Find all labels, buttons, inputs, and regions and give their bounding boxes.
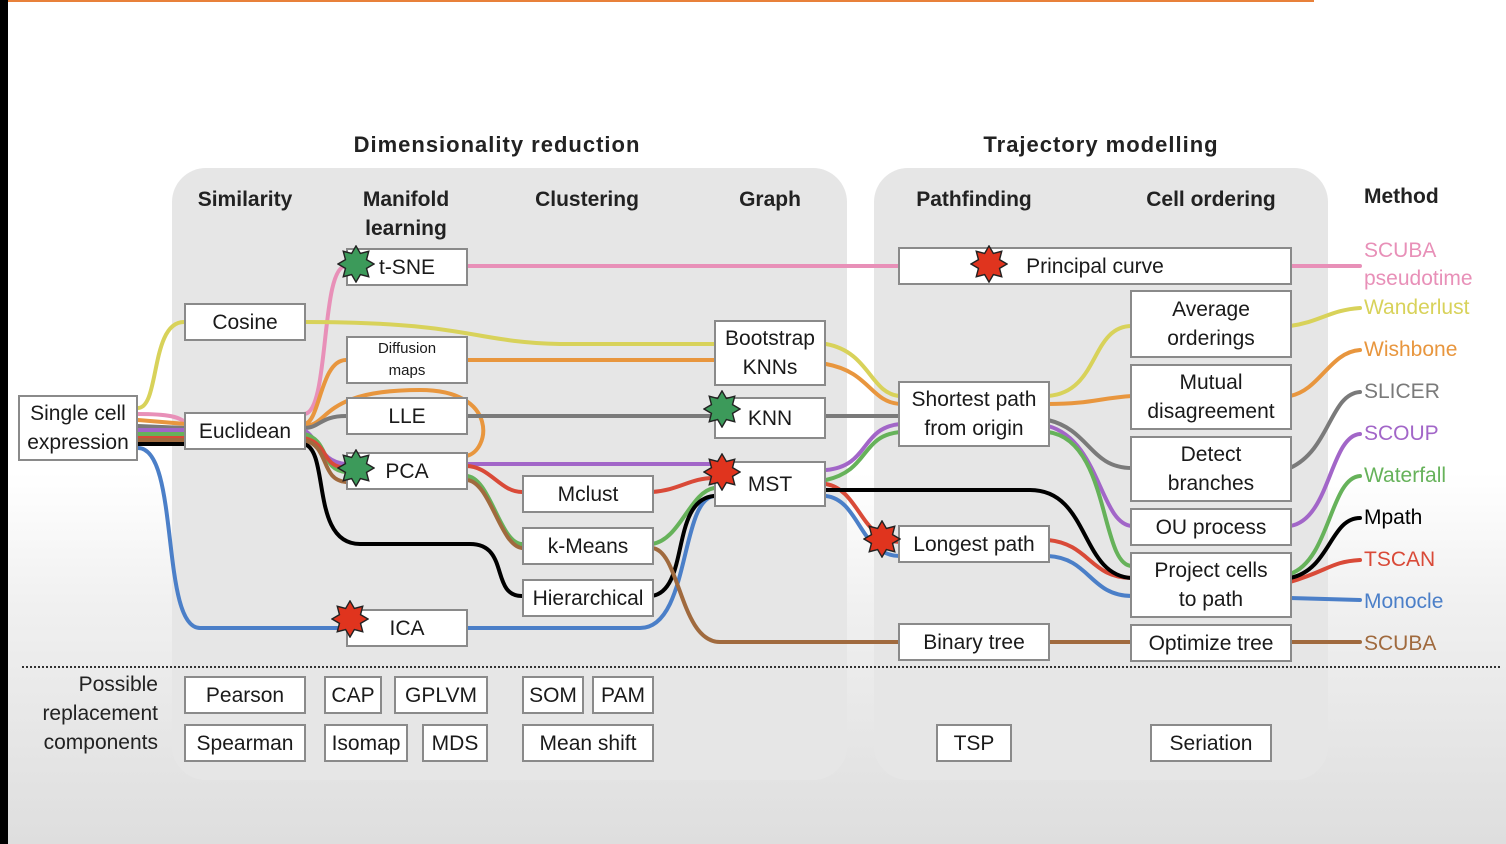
- node-mds: MDS: [422, 724, 488, 762]
- node-euclidean: Euclidean: [184, 412, 306, 450]
- node-spearman: Spearman: [184, 724, 306, 762]
- column-header-clustering: Clustering: [535, 188, 639, 211]
- node-k-means: k-Means: [522, 527, 654, 565]
- link-mpath: [136, 442, 1362, 598]
- method-label-slicer: SLICER: [1364, 380, 1440, 403]
- replacement-components-label: Possible replacement components: [42, 673, 158, 754]
- link-wanderlust: [136, 306, 1362, 410]
- column-header-graph: Graph: [739, 188, 801, 211]
- node-project-cells-to-path: Project cells to path: [1130, 552, 1292, 618]
- node-detect-branches: Detect branches: [1130, 436, 1292, 502]
- node-mean-shift: Mean shift: [522, 724, 654, 762]
- node-cap: CAP: [324, 676, 382, 714]
- column-header-similarity: Similarity: [197, 188, 293, 211]
- node-isomap: Isomap: [324, 724, 408, 762]
- link-scuba: [136, 438, 1362, 644]
- node-knn: KNN: [714, 397, 826, 439]
- node-shortest-path: Shortest path from origin: [898, 381, 1050, 447]
- link-wishbone: [136, 348, 1362, 458]
- method-label-mpath: Mpath: [1364, 506, 1423, 529]
- node-mst: MST: [714, 461, 826, 507]
- node-bootstrap-knns: Bootstrap KNNs: [714, 320, 826, 386]
- column-header-manifold-learning: Manifold learning: [362, 188, 450, 240]
- node-cosine: Cosine: [184, 303, 306, 341]
- link-scuba-pseudotime: [136, 264, 1362, 424]
- slide-top-rule: [8, 0, 1314, 2]
- link-monocle: [136, 446, 1362, 630]
- node-som: SOM: [522, 676, 584, 714]
- method-label-scuba-pt: SCUBA pseudotime: [1364, 239, 1473, 290]
- node-principal-curve: Principal curve: [898, 247, 1292, 285]
- screen-left-edge: [0, 0, 8, 844]
- node-diffusion-maps: Diffusion maps: [346, 336, 468, 384]
- node-gplvm: GPLVM: [394, 676, 488, 714]
- method-label-wishbone: Wishbone: [1364, 338, 1458, 361]
- node-seriation: Seriation: [1150, 724, 1272, 762]
- column-header-cell-ordering: Cell ordering: [1146, 188, 1276, 211]
- link-slicer: [136, 390, 1362, 470]
- node-pca: PCA: [346, 452, 468, 490]
- method-label-monocle: Monocle: [1364, 590, 1444, 613]
- node-binary-tree: Binary tree: [898, 623, 1050, 661]
- node-optimize-tree: Optimize tree: [1130, 624, 1292, 662]
- node-tsp: TSP: [936, 724, 1012, 762]
- section-title-dimensionality-reduction: Dimensionality reduction: [353, 132, 641, 157]
- node-ica: ICA: [346, 609, 468, 647]
- column-header-pathfinding: Pathfinding: [916, 188, 1032, 211]
- method-label-tscan: TSCAN: [1364, 548, 1436, 571]
- node-pearson: Pearson: [184, 676, 306, 714]
- node-hierarchical: Hierarchical: [522, 579, 654, 617]
- node-single-cell-expression: Single cell expression: [18, 395, 138, 461]
- method-label-scoup: SCOUP: [1364, 422, 1439, 445]
- method-label-scuba: SCUBA: [1364, 632, 1437, 655]
- method-label-waterfall: Waterfall: [1364, 464, 1447, 487]
- node-longest-path: Longest path: [898, 525, 1050, 563]
- node-pam: PAM: [592, 676, 654, 714]
- node-mutual-disagreement: Mutual disagreement: [1130, 364, 1292, 430]
- node-tsne: t-SNE: [346, 248, 468, 286]
- node-lle: LLE: [346, 397, 468, 435]
- node-ou-process: OU process: [1130, 508, 1292, 546]
- node-mclust: Mclust: [522, 475, 654, 513]
- section-title-trajectory-modelling: Trajectory modelling: [983, 132, 1219, 157]
- method-label-wanderlust: Wanderlust: [1364, 296, 1470, 319]
- node-average-orderings: Average orderings: [1130, 290, 1292, 358]
- dotted-separator: [22, 666, 1500, 668]
- column-header-method: Method: [1364, 185, 1439, 208]
